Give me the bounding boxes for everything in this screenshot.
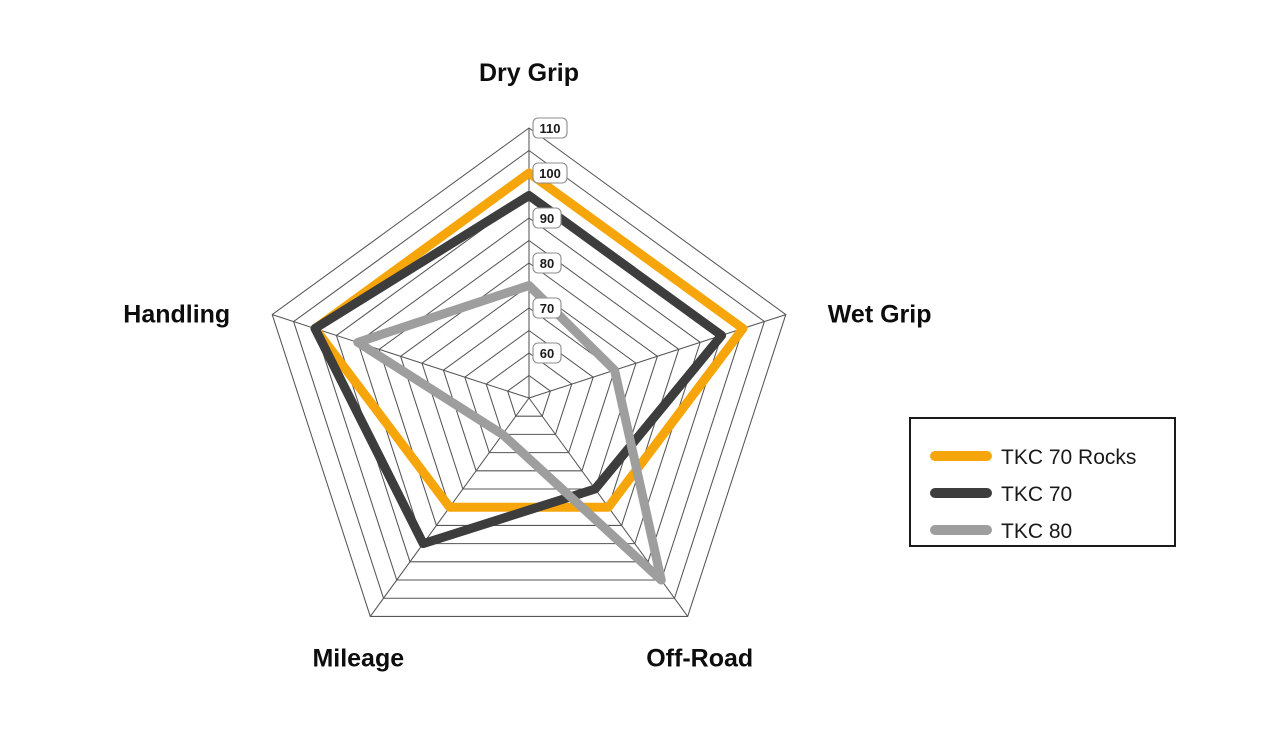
grid-ring-105 [292,149,766,599]
axis-label-handling: Handling [123,301,230,329]
grid-ring-60 [485,352,573,435]
axis-label-wet-grip: Wet Grip [828,301,932,329]
radial-tick-80: 80 [532,252,562,274]
legend-frame [909,417,1176,547]
radial-tick-100: 100 [532,162,568,184]
radial-tick-60: 60 [532,342,562,364]
grid-ring-55 [506,374,552,417]
legend-label: TKC 70 Rocks [1001,446,1136,469]
radial-tick-label: 80 [540,256,554,271]
grid-ring-75 [421,284,637,490]
axis-label-mileage: Mileage [312,644,404,672]
radial-tick-label: 110 [540,121,561,136]
radial-tick-label: 70 [540,301,554,316]
series-tkc-80 [353,281,666,585]
radar-series-group [310,168,748,585]
radial-tick-110: 110 [532,117,568,139]
radial-tick-label: 90 [540,211,554,226]
series-tkc-70 [310,191,727,549]
radial-tick-label: 60 [540,346,554,361]
radial-tick-label: 100 [539,166,561,181]
legend-item-tkc-80[interactable]: TKC 80 [930,520,1072,543]
legend-label: TKC 70 [1001,483,1072,506]
radial-tick-70: 70 [532,297,562,319]
legend-item-tkc-70-rocks[interactable]: TKC 70 Rocks [930,446,1136,469]
axis-label-dry-grip: Dry Grip [479,59,579,87]
grid-ring-90 [357,217,701,545]
legend-item-tkc-70[interactable]: TKC 70 [930,483,1072,506]
legend-label: TKC 80 [1001,520,1072,543]
radial-tick-labels: 60 70 80 90 100 110 [532,117,568,364]
axis-label-off-road: Off-Road [646,644,753,672]
radial-tick-90: 90 [532,207,562,229]
grid-ring-110 [271,127,787,617]
